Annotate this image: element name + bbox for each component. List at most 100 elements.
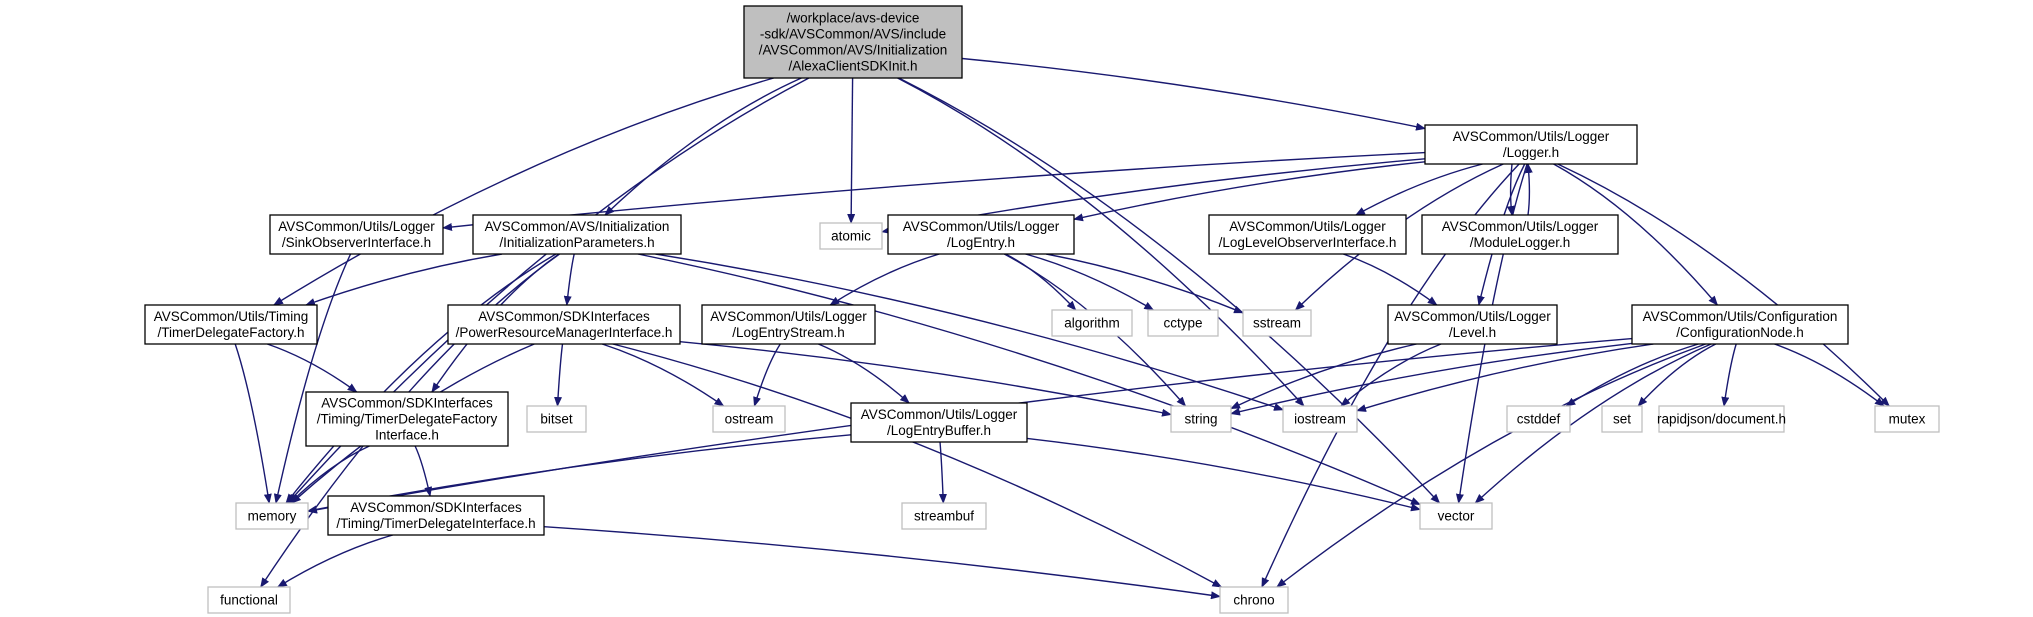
node-sdktimerfactory[interactable]: AVSCommon/SDKInterfaces/Timing/TimerDele…: [305, 391, 509, 447]
node-label-line: /TimerDelegateFactory.h: [157, 325, 304, 340]
node-label-line: /Timing/TimerDelegateFactory: [317, 412, 498, 427]
node-label-line: /LogEntryStream.h: [732, 325, 845, 340]
edge-root-to-timerfactory: [273, 77, 774, 306]
edge-confignode-to-cstddef: [1565, 343, 1699, 407]
edge-logger-to-vector: [1455, 163, 1528, 504]
edge-logentrybuffer-to-streambuf: [938, 441, 947, 504]
node-box: [712, 405, 786, 433]
node-label-line: rapidjson/document.h: [1657, 412, 1786, 427]
node-label-line: AVSCommon/Utils/Logger: [903, 219, 1060, 234]
node-label-line: -sdk/AVSCommon/AVS/include: [760, 27, 946, 42]
node-box: [1219, 586, 1289, 614]
edge-sdktimerfactory-to-timerdelegate: [414, 445, 433, 497]
node-box: [850, 402, 1028, 443]
edge-root-to-atomic: [847, 77, 856, 224]
node-box: [327, 495, 545, 536]
edge-modulelogger-to-logger: [1524, 163, 1533, 216]
node-level[interactable]: AVSCommon/Utils/Logger/Level.h: [1387, 304, 1558, 345]
node-box: [144, 304, 318, 345]
node-box: [887, 214, 1075, 255]
edge-root-to-iostream: [897, 77, 1305, 407]
edge-confignode-to-set: [1637, 343, 1717, 407]
node-label-line: /Level.h: [1449, 325, 1496, 340]
node-label-line: mutex: [1889, 412, 1926, 427]
node-label-line: AVSCommon/Utils/Logger: [1229, 219, 1386, 234]
node-loglevelobs[interactable]: AVSCommon/Utils/Logger/LogLevelObserverI…: [1208, 214, 1407, 255]
node-box: [207, 586, 291, 614]
edge-logger-to-logentry: [1073, 161, 1426, 222]
edge-logger-to-modulelogger: [1506, 163, 1515, 216]
node-logentrybuffer[interactable]: AVSCommon/Utils/Logger/LogEntryBuffer.h: [850, 402, 1028, 443]
node-label-line: AVSCommon/AVS/Initialization: [485, 219, 670, 234]
node-modulelogger[interactable]: AVSCommon/Utils/Logger/ModuleLogger.h: [1421, 214, 1619, 255]
node-box: [1282, 405, 1358, 433]
edge-confignode-to-rapidjson: [1721, 343, 1737, 407]
node-label-line: AVSCommon/Utils/Logger: [710, 309, 867, 324]
node-label-line: /LogEntry.h: [947, 235, 1015, 250]
node-box: [447, 304, 681, 345]
node-box: [526, 405, 587, 433]
edge-logentry-to-algorithm: [1005, 253, 1077, 311]
node-label-line: bitset: [540, 412, 573, 427]
node-label-line: /ConfigurationNode.h: [1676, 325, 1804, 340]
edge-logentrystream-to-ostream: [753, 343, 781, 407]
edge-powerres-to-bitset: [554, 343, 564, 407]
node-box: [743, 5, 963, 79]
edge-level-to-iostream: [1340, 343, 1442, 407]
node-label-line: vector: [1438, 509, 1475, 524]
node-powerres[interactable]: AVSCommon/SDKInterfaces/PowerResourceMan…: [447, 304, 681, 345]
node-sinkobs[interactable]: AVSCommon/Utils/Logger/SinkObserverInter…: [269, 214, 444, 255]
node-chrono: chrono: [1219, 586, 1289, 614]
node-label-line: AVSCommon/Utils/Logger: [278, 219, 435, 234]
node-label-line: chrono: [1233, 593, 1274, 608]
node-sstream: sstream: [1242, 309, 1312, 337]
edge-powerres-to-chrono: [612, 343, 1223, 588]
edge-timerfactory-to-sdktimerfactory: [267, 343, 358, 393]
node-logger[interactable]: AVSCommon/Utils/Logger/Logger.h: [1424, 124, 1638, 165]
node-vector: vector: [1419, 502, 1493, 530]
node-logentrystream[interactable]: AVSCommon/Utils/Logger/LogEntryStream.h: [701, 304, 876, 345]
node-label-line: /InitializationParameters.h: [499, 235, 654, 250]
edge-confignode-to-chrono: [1276, 343, 1706, 588]
node-box: [901, 502, 987, 530]
node-cctype: cctype: [1147, 309, 1219, 337]
node-box: [1242, 309, 1312, 337]
node-timerfactory[interactable]: AVSCommon/Utils/Timing/TimerDelegateFact…: [144, 304, 318, 345]
node-initparams[interactable]: AVSCommon/AVS/Initialization/Initializat…: [472, 214, 682, 255]
node-label-line: /SinkObserverInterface.h: [282, 235, 431, 250]
node-box: [1506, 405, 1571, 433]
node-box: [1421, 214, 1619, 255]
edge-logentry-to-sstream: [1046, 253, 1244, 314]
node-label-line: /LogLevelObserverInterface.h: [1219, 235, 1397, 250]
edge-logentrystream-to-logentrybuffer: [818, 343, 910, 404]
node-box: [1601, 405, 1643, 433]
node-timerdelegate[interactable]: AVSCommon/SDKInterfaces/Timing/TimerDele…: [327, 495, 545, 536]
node-label-line: AVSCommon/Utils/Logger: [1453, 129, 1610, 144]
node-label-line: AVSCommon/Utils/Timing: [154, 309, 309, 324]
edge-confignode-to-string: [1230, 342, 1633, 416]
node-box: [1147, 309, 1219, 337]
node-label-line: AVSCommon/Utils/Configuration: [1643, 309, 1838, 324]
node-label-line: /AVSCommon/AVS/Initialization: [759, 43, 948, 58]
node-label-line: algorithm: [1064, 316, 1120, 331]
node-box: [1051, 309, 1133, 337]
node-label-line: functional: [220, 593, 278, 608]
node-memory: memory: [235, 502, 309, 530]
edge-confignode-to-mutex: [1774, 343, 1885, 407]
node-box: [472, 214, 682, 255]
node-label-line: AVSCommon/Utils/Logger: [1442, 219, 1599, 234]
node-label-line: ostream: [725, 412, 774, 427]
node-label-line: iostream: [1294, 412, 1346, 427]
node-root[interactable]: /workplace/avs-device-sdk/AVSCommon/AVS/…: [743, 5, 963, 79]
node-box: [1631, 304, 1849, 345]
node-label-line: Interface.h: [375, 428, 439, 443]
node-confignode[interactable]: AVSCommon/Utils/Configuration/Configurat…: [1631, 304, 1849, 345]
node-bitset: bitset: [526, 405, 587, 433]
edge-timerdelegate-to-functional: [276, 534, 393, 588]
node-logentry[interactable]: AVSCommon/Utils/Logger/LogEntry.h: [887, 214, 1075, 255]
node-ostream: ostream: [712, 405, 786, 433]
node-box: [819, 222, 883, 250]
node-label-line: AVSCommon/SDKInterfaces: [478, 309, 650, 324]
nodes-layer: /workplace/avs-device-sdk/AVSCommon/AVS/…: [144, 5, 1940, 614]
